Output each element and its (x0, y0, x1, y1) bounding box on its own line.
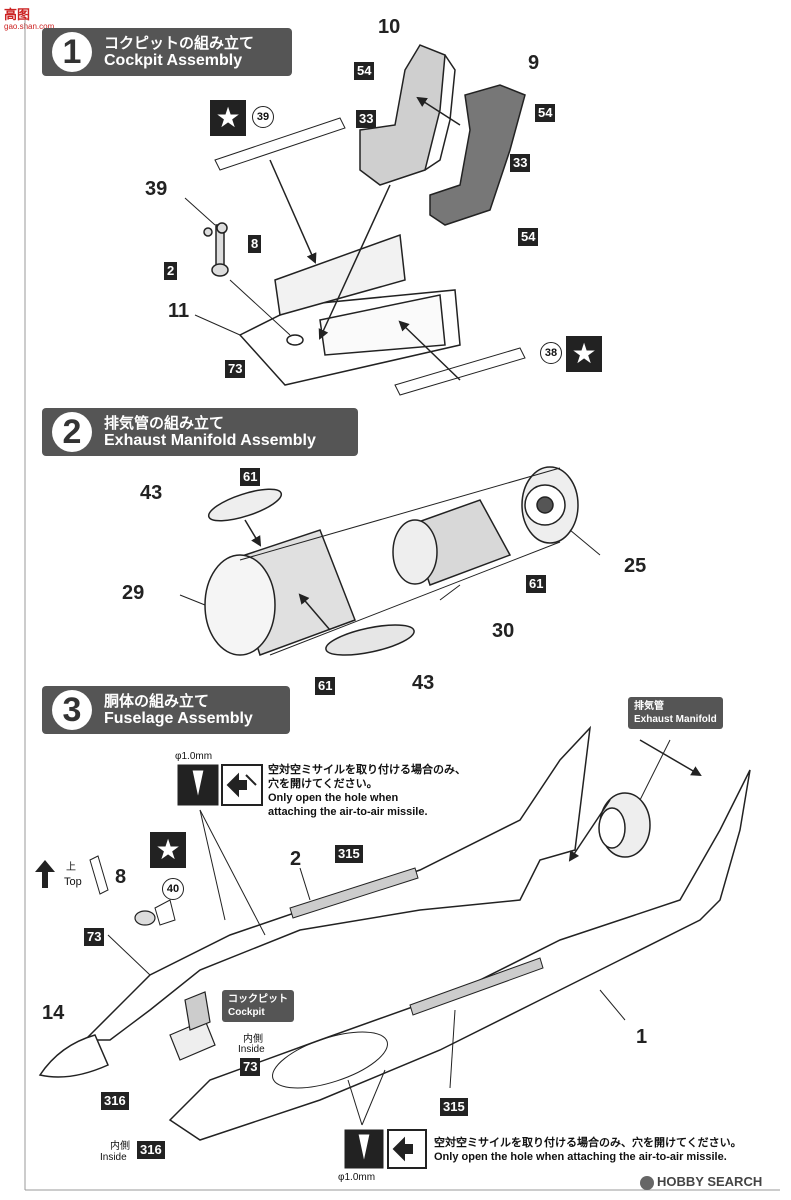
photo-etch-38 (394, 347, 526, 396)
missile-note-bottom-en: Only open the hole when attaching the ai… (434, 1151, 727, 1163)
missile-note-bottom-jp: 空対空ミサイルを取り付ける場合のみ、穴を開けてください。 (434, 1137, 742, 1149)
top-arrow-icon (35, 860, 55, 888)
step-1-title-jp: コクピットの組み立て (104, 35, 255, 52)
step-1-title-en: Cockpit Assembly (104, 52, 243, 69)
inside-label-jp-a: 内側 (243, 1034, 263, 1045)
exhaust-manifold-tag: 排気管 Exhaust Manifold (628, 697, 723, 729)
watermark-logo-icon (640, 1175, 654, 1190)
color-box-61a: 61 (240, 468, 261, 486)
part-number-11: 11 (168, 300, 190, 322)
clear-part-40 (154, 899, 176, 926)
swap-icon-bottom (387, 1129, 427, 1169)
cockpit-tag-jp: コックピット (228, 994, 288, 1005)
inside-label-jp-b: 内側 (110, 1141, 130, 1152)
part-number-29: 29 (122, 582, 145, 604)
color-box-73a: 73 (84, 928, 105, 946)
part-number-14: 14 (42, 1002, 65, 1024)
missile-note-bottom: 空対空ミサイルを取り付ける場合のみ、穴を開けてください。 Only open t… (434, 1136, 742, 1164)
part-number-39: 39 (145, 178, 168, 200)
color-box-8: 8 (248, 235, 262, 253)
exhaust-part-25 (521, 466, 579, 544)
top-arrow-part (89, 855, 109, 895)
step-1-number: 1 (52, 32, 92, 72)
cockpit-tub-part-11 (238, 233, 461, 386)
color-box-316a: 316 (101, 1092, 129, 1110)
color-box-33b: 33 (510, 154, 531, 172)
step-3-title-en: Fuselage Assembly (104, 710, 253, 727)
fuselage-grille (289, 867, 544, 1016)
seat-part-10 (359, 44, 456, 186)
step-2-title-jp: 排気管の組み立て (104, 415, 225, 432)
swap-icon-top (221, 764, 263, 806)
photo-etch-39 (214, 117, 346, 171)
color-box-73: 73 (225, 360, 246, 378)
drill-icon-bottom (344, 1129, 384, 1169)
inside-label-en-b: Inside (100, 1152, 127, 1163)
inside-label-en-a: Inside (238, 1044, 265, 1055)
decal-ref-39: 39 (252, 106, 274, 128)
color-box-61b: 61 (526, 575, 547, 593)
color-box-2: 2 (164, 262, 178, 280)
cockpit-tag-en: Cockpit (228, 1007, 265, 1018)
site-logo: 高图 (4, 7, 31, 22)
nose-cone-part-14 (38, 1034, 109, 1078)
cockpit-tag: コックピット Cockpit (222, 990, 294, 1022)
color-box-54c: 54 (518, 228, 539, 246)
decal-ref-40: 40 (162, 878, 184, 900)
star-icon-3: ★ (150, 832, 186, 868)
part-number-43b: 43 (412, 672, 435, 694)
drill-size-bottom: φ1.0mm (338, 1172, 376, 1183)
missile-note-top-jp-1: 空対空ミサイルを取り付ける場合のみ、 (268, 764, 466, 776)
step-3-title-jp: 胴体の組み立て (104, 693, 210, 710)
seat-part-9 (429, 84, 526, 226)
part-number-8: 8 (115, 866, 127, 888)
exhaust-part-43 (207, 488, 415, 656)
canopy-part-8 (134, 910, 156, 926)
watermark-text: HOBBY SEARCH (657, 1174, 763, 1189)
exhaust-tag-en: Exhaust Manifold (634, 714, 717, 725)
part-number-25: 25 (624, 555, 647, 577)
color-box-33a: 33 (356, 110, 377, 128)
part-number-43a: 43 (140, 482, 163, 504)
part-number-30: 30 (492, 620, 515, 642)
color-box-315b: 315 (440, 1098, 468, 1116)
step-3-header: 3 胴体の組み立て Fuselage Assembly (42, 686, 290, 734)
decal-ref-38: 38 (540, 342, 562, 364)
control-stick (203, 222, 229, 277)
color-box-73b: 73 (240, 1058, 261, 1076)
color-box-315a: 315 (335, 845, 363, 863)
exhaust-nozzle-assembly (598, 792, 651, 858)
step-1-header: 1 コクピットの組み立て Cockpit Assembly (42, 28, 292, 76)
drill-icon-top (177, 764, 219, 806)
watermark: HOBBY SEARCH (640, 1174, 762, 1190)
fuselage-half-part-1 (168, 769, 751, 1141)
step-3-number: 3 (52, 690, 92, 730)
color-box-54a: 54 (354, 62, 375, 80)
step-2-title-en: Exhaust Manifold Assembly (104, 432, 316, 449)
color-box-61c: 61 (315, 677, 336, 695)
exhaust-tag-jp: 排気管 (634, 701, 664, 712)
missile-note-top: 空対空ミサイルを取り付ける場合のみ、 穴を開けてください。 Only open … (268, 763, 466, 819)
part-number-1: 1 (636, 1026, 648, 1048)
part-number-9: 9 (528, 52, 540, 74)
missile-note-top-jp-2: 穴を開けてください。 (268, 778, 378, 790)
color-box-316b: 316 (137, 1141, 165, 1159)
missile-note-top-en-2: attaching the air-to-air missile. (268, 806, 428, 818)
cockpit-insert (169, 991, 216, 1061)
site-url: gao.shan.com (4, 22, 55, 31)
exhaust-part-30 (392, 499, 512, 586)
part-number-10: 10 (378, 16, 401, 38)
step-2-header: 2 排気管の組み立て Exhaust Manifold Assembly (42, 408, 358, 456)
missile-note-top-en-1: Only open the hole when (268, 792, 399, 804)
part-number-2: 2 (290, 848, 302, 870)
star-icon-1: ★ (210, 100, 246, 136)
star-icon-2: ★ (566, 336, 602, 372)
step-2-number: 2 (52, 412, 92, 452)
top-label-jp: 上 (66, 862, 76, 873)
top-label-en: Top (64, 876, 82, 888)
drill-size-top: φ1.0mm (175, 751, 213, 762)
color-box-54b: 54 (535, 104, 556, 122)
